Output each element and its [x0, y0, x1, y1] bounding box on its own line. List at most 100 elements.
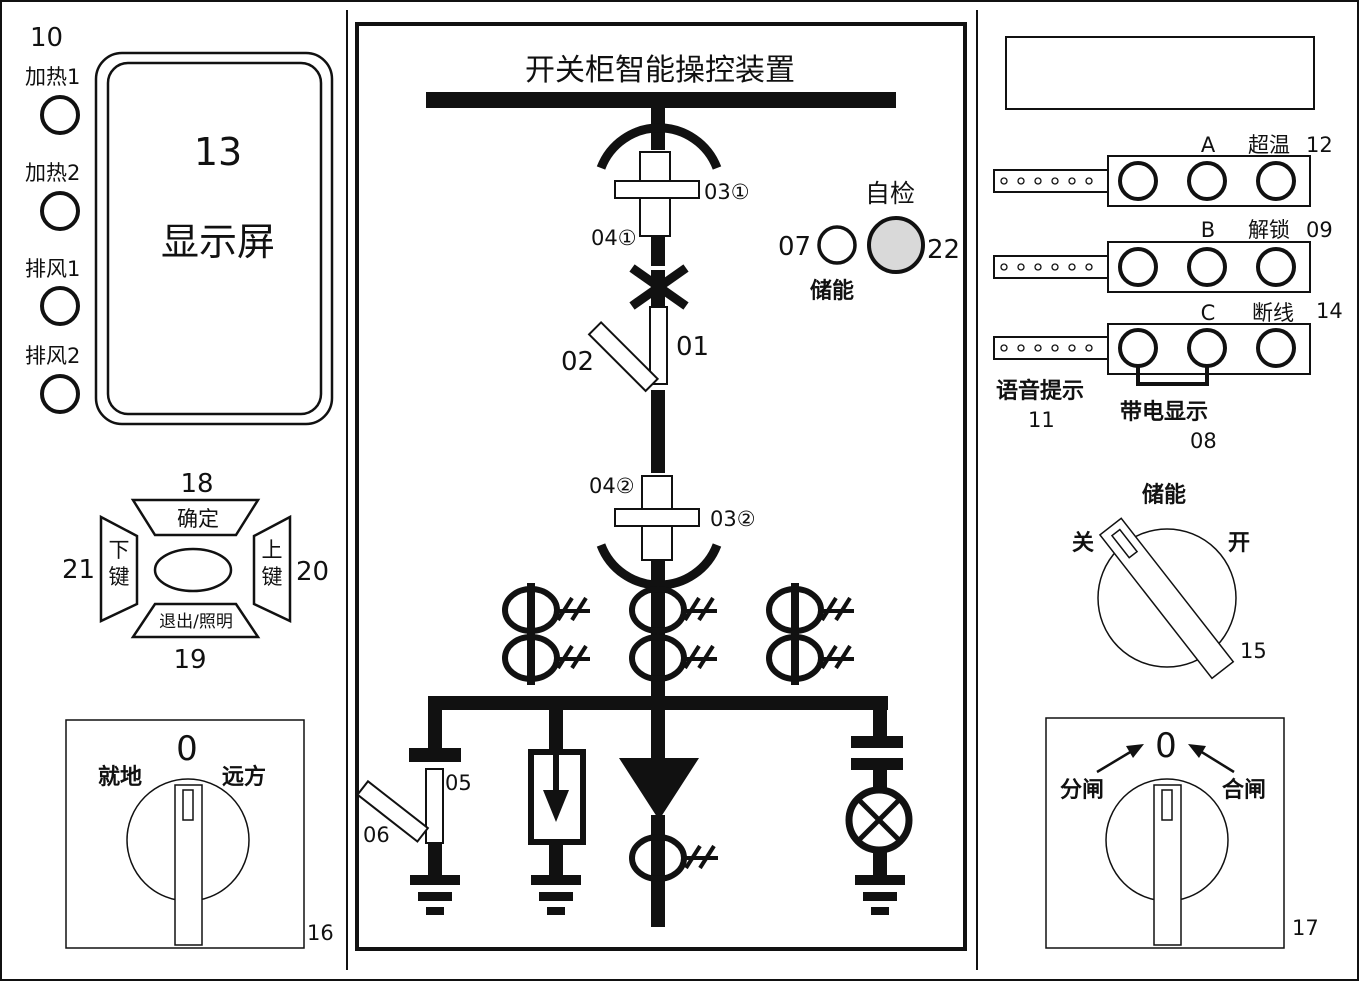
- exit-light-key[interactable]: 退出/照明: [130, 602, 261, 639]
- breaker-spring-label: 02: [561, 347, 594, 377]
- display-label: 显示屏: [161, 220, 275, 264]
- storage-switch-number: 15: [1240, 639, 1267, 663]
- storage-switch-title: 储能: [1142, 482, 1186, 508]
- confirm-key[interactable]: 确定: [130, 498, 261, 537]
- phase-b-lamp-1[interactable]: [1118, 247, 1158, 287]
- lower-isolator-label: 03②: [710, 507, 756, 531]
- display-screen: 13 显示屏: [94, 51, 334, 426]
- live-display-number: 08: [1190, 429, 1217, 453]
- open-arrow-line: [1096, 749, 1133, 774]
- earth-switch-bar: [409, 748, 461, 762]
- heater-1-indicator[interactable]: 加热1: [25, 65, 80, 135]
- selftest-button[interactable]: [867, 216, 925, 274]
- phase-b-lamp-2[interactable]: [1187, 247, 1227, 287]
- exit-light-key-label: 退出/照明: [159, 612, 233, 632]
- upper-contact-label: 04①: [591, 226, 637, 250]
- indicator-group-number: 10: [30, 23, 63, 53]
- earth-feeder-drop: [428, 700, 442, 750]
- phase-c-lamp-1[interactable]: [1118, 328, 1158, 368]
- local-remote-switch[interactable]: 0 就地 远方: [65, 719, 305, 949]
- ct-phase-a: [502, 583, 590, 685]
- up-key-label-1: 上: [262, 538, 283, 562]
- vertical-bus-2: [651, 270, 665, 310]
- break-lamp[interactable]: [1256, 328, 1296, 368]
- phase-a-lamp-1[interactable]: [1118, 161, 1158, 201]
- fan-1-lamp: [40, 286, 80, 326]
- earth-symbol-2: [855, 850, 905, 915]
- phase-c-label: C: [1201, 301, 1216, 325]
- live-display-label: 带电显示: [1120, 400, 1208, 425]
- earth-blade-label: 06: [363, 823, 390, 847]
- open-arrow-head: [1126, 744, 1144, 758]
- voice-prompt-label: 语音提示: [996, 378, 1084, 404]
- open-close-switch[interactable]: 0 分闸 合闸: [1045, 717, 1285, 949]
- storage-on-label: 开: [1228, 531, 1250, 556]
- down-key-label-1: 下: [109, 538, 130, 562]
- earth-switch-label: 05: [445, 771, 472, 795]
- unlock-lamp[interactable]: [1256, 247, 1296, 287]
- ct-phase-c: [766, 583, 854, 685]
- break-number: 14: [1316, 299, 1343, 323]
- storage-rotary-switch[interactable]: [1097, 517, 1237, 680]
- upper-contact-arc: [596, 123, 722, 170]
- vertical-bus-1: [651, 236, 665, 266]
- overtemp-label: 超温: [1248, 133, 1290, 157]
- main-feeder-line: [651, 815, 665, 927]
- phase-c-lamp-2[interactable]: [1187, 328, 1227, 368]
- local-label: 就地: [98, 764, 142, 790]
- main-feeder-arrow: [619, 758, 699, 820]
- ct-outgoing: [629, 834, 718, 882]
- open-close-pointer: [1161, 789, 1173, 821]
- down-key[interactable]: 下 键: [99, 514, 139, 623]
- center-key[interactable]: [153, 547, 233, 593]
- ct-phase-b: [629, 586, 717, 682]
- heater-2-indicator[interactable]: 加热2: [25, 161, 80, 231]
- open-close-switch-number: 17: [1292, 916, 1319, 940]
- overtemp-lamp[interactable]: [1256, 161, 1296, 201]
- fan-2-indicator[interactable]: 排风2: [25, 344, 80, 414]
- selftest-label: 自检: [865, 179, 915, 208]
- fan-2-lamp: [40, 374, 80, 414]
- remote-label: 远方: [222, 764, 266, 790]
- phase-a-lamp-2[interactable]: [1187, 161, 1227, 201]
- main-feeder-drop: [651, 700, 665, 760]
- break-label: 断线: [1252, 301, 1294, 325]
- confirm-key-number: 18: [180, 469, 213, 499]
- storage-off-label: 关: [1072, 531, 1094, 556]
- phase-a-label: A: [1201, 133, 1216, 157]
- cap-feeder-drop: [873, 700, 887, 738]
- keypad: 18 确定 退出/照明 19 下 键 21 上 键 20: [62, 469, 329, 675]
- indicator-lamp-symbol: [845, 786, 913, 854]
- live-display-bracket: [1136, 366, 1209, 386]
- display-number: 13: [194, 130, 242, 174]
- upper-isolator-symbol: [614, 151, 700, 237]
- heater-1-lamp: [40, 95, 80, 135]
- earth-blade-angled: [356, 779, 430, 843]
- fan-1-indicator[interactable]: 排风1: [25, 257, 80, 326]
- surge-arrester: [528, 749, 586, 915]
- storage-indicator-lamp[interactable]: [817, 225, 857, 265]
- breaker-blade: [649, 306, 668, 385]
- unlock-label: 解锁: [1248, 218, 1290, 242]
- down-key-label-2: 键: [109, 565, 130, 589]
- up-key-number: 20: [296, 557, 329, 587]
- down-key-number: 21: [62, 555, 95, 585]
- mimic-panel-frame: [355, 22, 967, 951]
- upper-isolator-label: 03①: [704, 180, 750, 204]
- close-arrow-line: [1199, 749, 1235, 774]
- overtemp-number: 12: [1306, 133, 1333, 157]
- vertical-bus-3: [651, 390, 665, 473]
- close-label: 合闸: [1222, 777, 1266, 803]
- up-key[interactable]: 上 键: [252, 514, 292, 623]
- confirm-key-label: 确定: [177, 507, 219, 531]
- local-remote-switch-number: 16: [307, 921, 334, 945]
- up-key-label-2: 键: [262, 565, 283, 589]
- capacitor-symbol: [851, 736, 903, 790]
- arrester-feeder-drop: [549, 700, 563, 752]
- right-display-window: [1005, 36, 1315, 110]
- fan-2-label: 排风2: [25, 344, 80, 368]
- open-close-zero: 0: [1155, 726, 1177, 766]
- device-title: 开关柜智能操控装置: [525, 53, 795, 88]
- fan-1-label: 排风1: [25, 257, 80, 281]
